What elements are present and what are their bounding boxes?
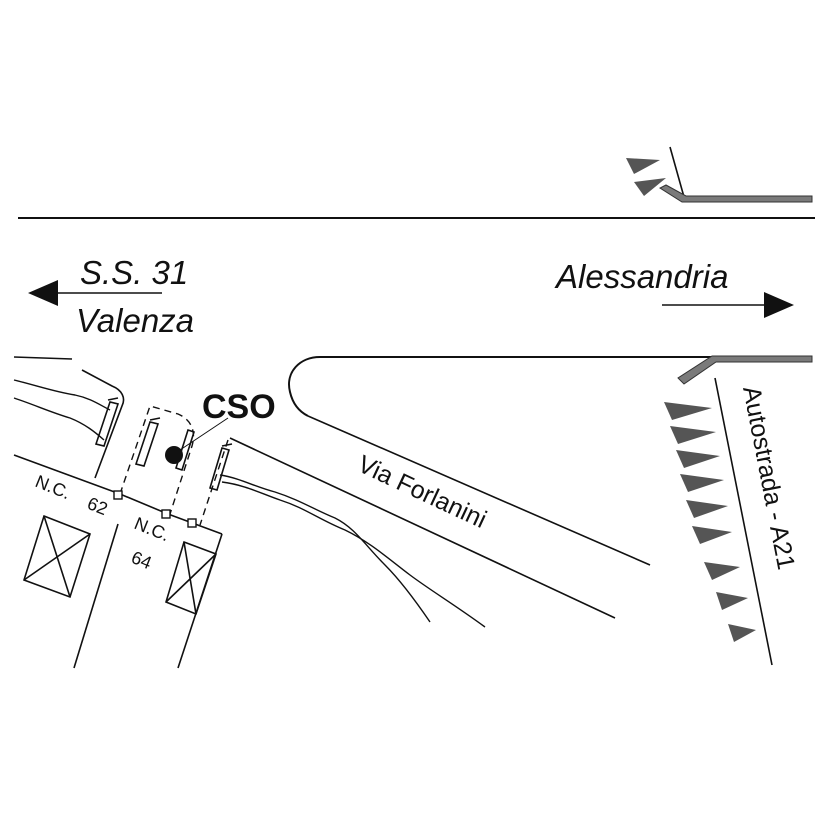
- road-bottom-edge: [288, 356, 812, 417]
- wavy-line-right-1: [219, 474, 431, 623]
- label-via-forlanini: Via Forlanini: [353, 450, 490, 534]
- building-nc64: [165, 540, 218, 616]
- road-bottom-edge-left: [13, 356, 73, 360]
- lot-line-1: [13, 454, 121, 495]
- wavy-line-left-2: [13, 397, 105, 441]
- label-autostrada-a21: Autostrada - A21: [737, 384, 800, 572]
- label-nc64-line2: 64: [129, 547, 155, 573]
- lot-line-2: [119, 493, 169, 515]
- cso-point: [165, 446, 183, 464]
- cso-enclosure: [119, 405, 195, 515]
- gate-symbol-cso-left: [134, 417, 161, 467]
- marker-3: [187, 518, 197, 528]
- cso-leader-line: [179, 417, 229, 451]
- guardrail-top: [658, 184, 813, 203]
- lot-line-5: [73, 523, 119, 669]
- autostrada-edge: [714, 377, 773, 666]
- label-ss31: S.S. 31: [80, 254, 188, 291]
- arrow-left: [28, 280, 162, 306]
- wavy-line-right-2: [221, 481, 486, 628]
- label-nc62-line1: N.C.: [33, 471, 74, 503]
- marker-1: [113, 490, 123, 500]
- label-nc62-line2: 62: [85, 493, 111, 519]
- autostrada-edge-top: [669, 146, 685, 198]
- gate-symbol-left: [94, 397, 120, 447]
- via-forlanini-edge-top: [307, 415, 651, 566]
- label-cso: CSO: [202, 388, 276, 426]
- wavy-line-left-1: [13, 379, 111, 411]
- dashed-boundary: [199, 439, 229, 526]
- label-valenza: Valenza: [76, 302, 194, 339]
- label-alessandria: Alessandria: [554, 258, 728, 295]
- building-left-outline: [81, 369, 125, 479]
- embankment-slope-right: [664, 402, 756, 642]
- gate-symbol-right: [209, 443, 233, 491]
- embankment-slope-top: [626, 158, 666, 196]
- via-forlanini-edge-bottom: [229, 437, 616, 619]
- arrow-right: [662, 292, 794, 318]
- marker-2: [161, 509, 171, 519]
- guardrail-bottom: [677, 355, 813, 385]
- building-nc62: [23, 514, 91, 599]
